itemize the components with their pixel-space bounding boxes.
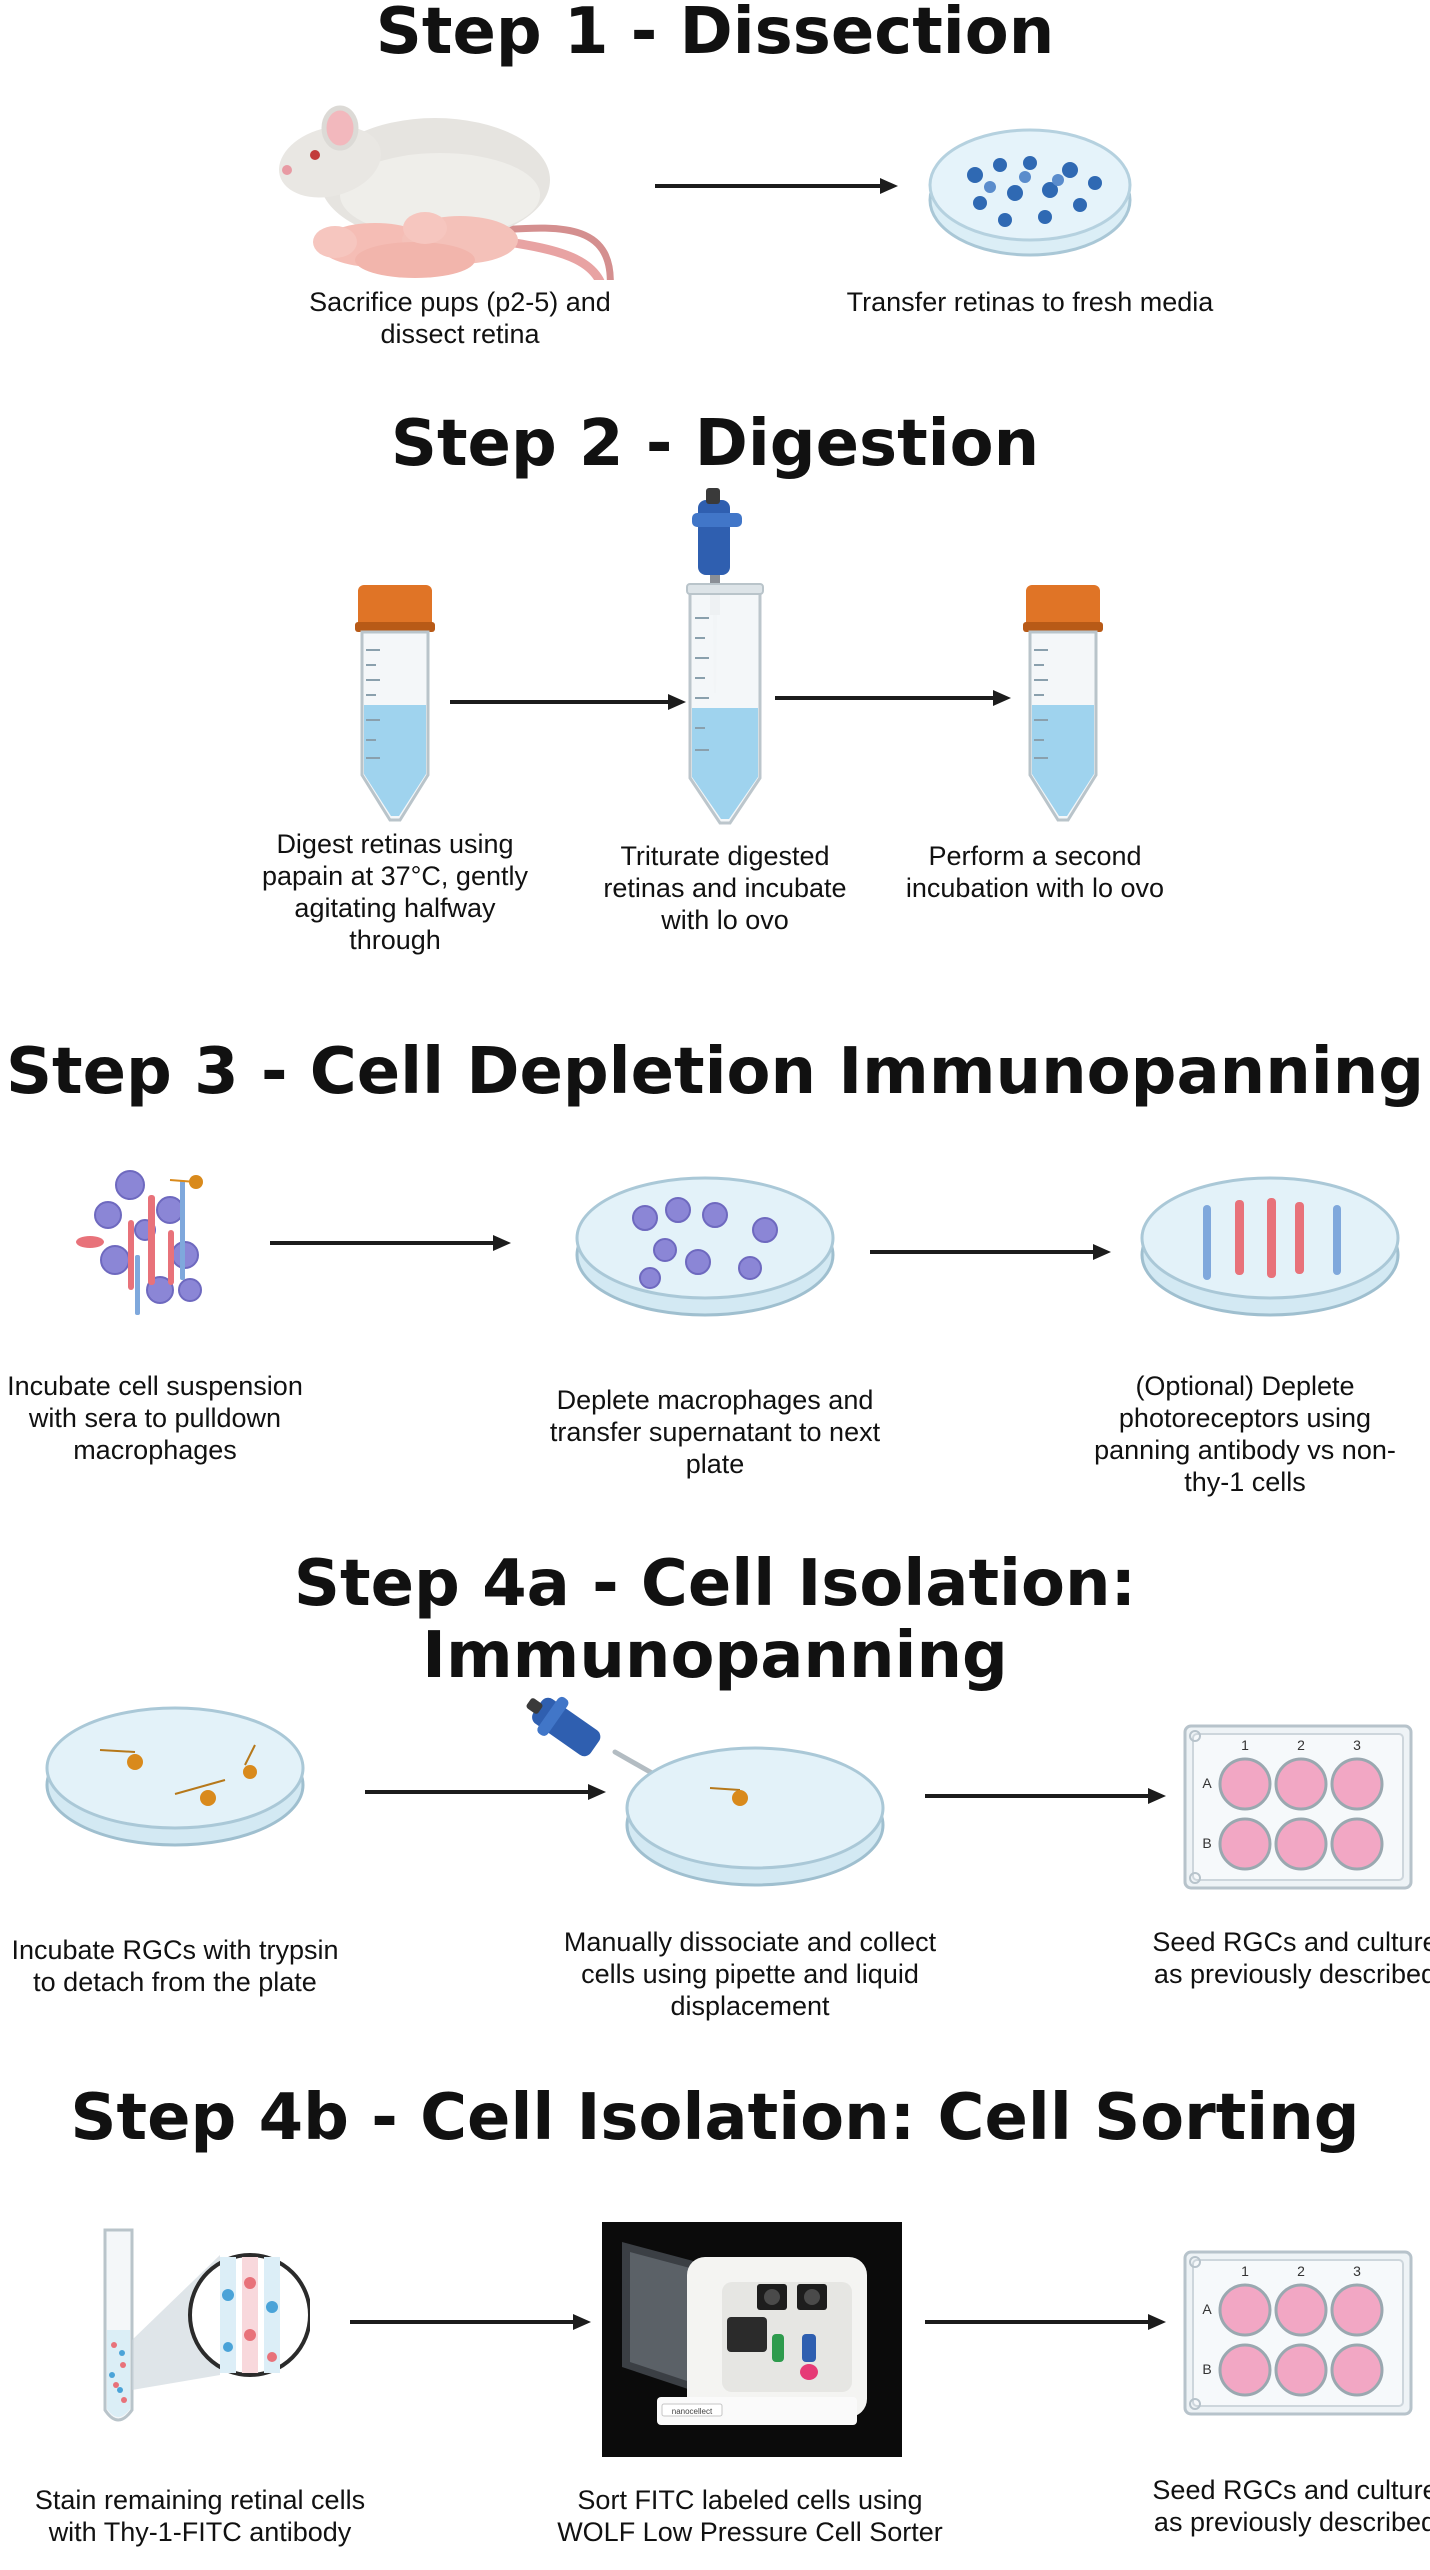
step-4a-caption-1: Incubate RGCs with trypsin to detach fro… (11, 1935, 339, 1997)
step-4a-title: Step 4a - Cell Isolation: Immunopanning (293, 1547, 1137, 1693)
step-4b-caption-1: Stain remaining retinal cells with Thy-1… (34, 2485, 366, 2547)
arrow-icon (365, 1784, 606, 1800)
tube-with-pipette-illustration (686, 488, 764, 825)
petri-dish-with-pipette-illustration (526, 1696, 885, 1887)
petri-dish-rgcs-illustration (45, 1706, 305, 1847)
arrow-icon (655, 178, 898, 194)
well-column-label: 1 (1241, 1737, 1249, 1753)
petri-dish-macrophages-illustration (575, 1176, 835, 1317)
step-2-caption-2: Triturate digested retinas and incubate … (603, 841, 847, 935)
arrow-icon (450, 694, 686, 710)
step-4a-caption-3: Seed RGCs and culture as previously desc… (1152, 1927, 1430, 1989)
arrow-icon (925, 1788, 1166, 1804)
arrow-icon (775, 690, 1011, 706)
conical-tube-icon (1023, 585, 1103, 822)
six-well-plate-illustration: 1 2 3 A B (1183, 1724, 1413, 1890)
conical-tube-icon (355, 585, 435, 822)
wolf-cell-sorter-photo: nanocellect (602, 2222, 902, 2457)
well-row-label: A (1202, 2301, 1212, 2317)
well-row-label: B (1202, 1835, 1211, 1851)
step-1-caption-1: Sacrifice pups (p2-5) and dissect retina (309, 287, 611, 349)
well-column-label: 2 (1297, 1737, 1305, 1753)
step-1-title: Step 1 - Dissection (375, 0, 1055, 69)
arrow-icon (925, 2314, 1166, 2330)
well-column-label: 2 (1297, 2263, 1305, 2279)
device-label: nanocellect (672, 2407, 713, 2416)
step-3-title: Step 3 - Cell Depletion Immunopanning (5, 1035, 1425, 1109)
cell-suspension-with-sera-illustration (76, 1170, 203, 1315)
well-column-label: 1 (1241, 2263, 1249, 2279)
well-column-label: 3 (1353, 2263, 1361, 2279)
step-4b-title: Step 4b - Cell Isolation: Cell Sorting (70, 2081, 1360, 2155)
stained-tube-with-zoom-illustration (103, 2228, 310, 2422)
step-4a-caption-2: Manually dissociate and collect cells us… (563, 1927, 937, 2021)
step-2-caption-3: Perform a second incubation with lo ovo (905, 841, 1165, 903)
well-column-label: 3 (1353, 1737, 1361, 1753)
arrow-icon (350, 2314, 591, 2330)
well-row-label: B (1202, 2361, 1211, 2377)
step-4b-caption-3: Seed RGCs and culture as previously desc… (1152, 2475, 1430, 2537)
step-4b-caption-2: Sort FITC labeled cells using WOLF Low P… (557, 2485, 943, 2547)
mouse-with-pups-illustration (279, 105, 614, 280)
step-1-caption-2: Transfer retinas to fresh media (846, 287, 1214, 317)
arrow-icon (870, 1244, 1111, 1260)
step-2-caption-1: Digest retinas using papain at 37°C, gen… (262, 829, 528, 955)
step-2-title: Step 2 - Digestion (390, 407, 1040, 481)
step-3-caption-1: Incubate cell suspension with sera to pu… (7, 1371, 303, 1465)
petri-dish-retinas-illustration (928, 128, 1132, 257)
petri-dish-photoreceptors-illustration (1140, 1176, 1400, 1317)
step-3-caption-2: Deplete macrophages and transfer superna… (549, 1385, 881, 1479)
well-row-label: A (1202, 1775, 1212, 1791)
arrow-icon (270, 1235, 511, 1251)
six-well-plate-illustration: 1 2 3 A B (1183, 2250, 1413, 2416)
step-3-caption-3: (Optional) Deplete photoreceptors using … (1094, 1371, 1396, 1497)
